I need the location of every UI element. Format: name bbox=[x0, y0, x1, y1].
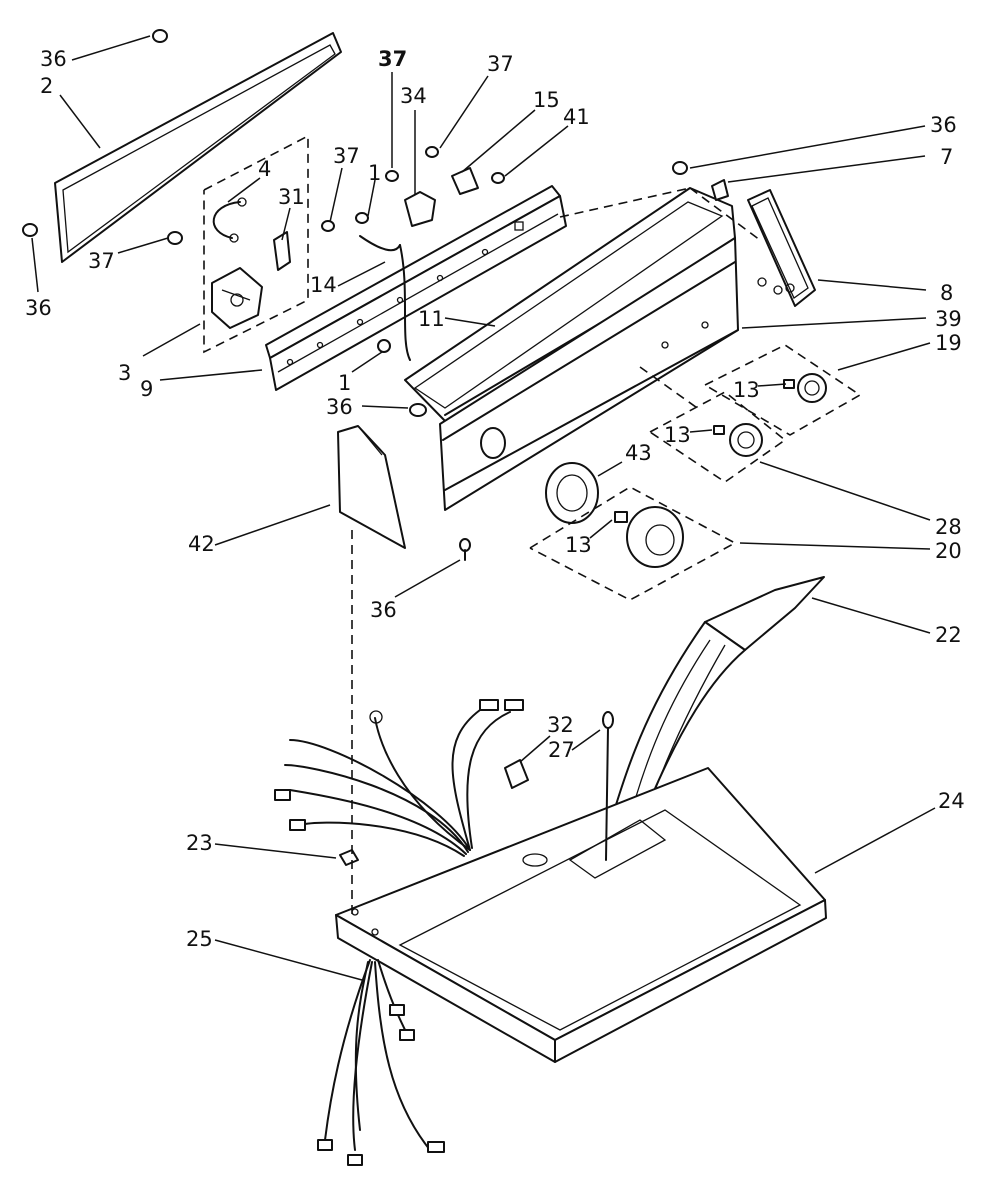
callout-23: 23 bbox=[186, 831, 213, 855]
callout-37d: 37 bbox=[487, 52, 514, 76]
callout-3: 3 bbox=[118, 361, 131, 385]
callout-13b: 13 bbox=[664, 423, 691, 447]
callout-31: 31 bbox=[278, 185, 305, 209]
callout-36c: 36 bbox=[326, 395, 353, 419]
callout-1b: 1 bbox=[338, 371, 351, 395]
callout-4: 4 bbox=[258, 157, 271, 181]
callout-13a: 13 bbox=[733, 378, 760, 402]
callout-14: 14 bbox=[310, 273, 337, 297]
base-top-24 bbox=[335, 767, 827, 1063]
callout-7: 7 bbox=[940, 145, 953, 169]
clip-7 bbox=[711, 179, 729, 201]
callout-34: 34 bbox=[400, 84, 427, 108]
end-cap bbox=[747, 189, 816, 307]
callout-22: 22 bbox=[935, 623, 962, 647]
callout-36d: 36 bbox=[930, 113, 957, 137]
callout-24: 24 bbox=[938, 789, 965, 813]
callout-42: 42 bbox=[188, 532, 215, 556]
callout-19: 19 bbox=[935, 331, 962, 355]
callout-2: 2 bbox=[40, 74, 53, 98]
screw-27 bbox=[602, 711, 614, 861]
knob-assembly-28 bbox=[649, 391, 787, 483]
callout-8: 8 bbox=[940, 281, 953, 305]
callout-25: 25 bbox=[186, 927, 213, 951]
ring-43 bbox=[545, 462, 599, 524]
callout-36b: 36 bbox=[25, 296, 52, 320]
callout-37c: 37 bbox=[378, 47, 407, 71]
callout-43: 43 bbox=[625, 441, 652, 465]
wire-14 bbox=[359, 235, 401, 252]
callout-9: 9 bbox=[140, 377, 153, 401]
callout-37a: 37 bbox=[88, 249, 115, 273]
callout-27: 27 bbox=[548, 738, 575, 762]
callout-11: 11 bbox=[418, 307, 445, 331]
callout-41: 41 bbox=[563, 105, 590, 129]
wire-harness-25 bbox=[317, 959, 445, 1166]
callout-15: 15 bbox=[533, 88, 560, 112]
callout-36a: 36 bbox=[40, 47, 67, 71]
callout-28: 28 bbox=[935, 515, 962, 539]
callout-36e: 36 bbox=[370, 598, 397, 622]
part-15 bbox=[451, 167, 479, 195]
callout-32: 32 bbox=[547, 713, 574, 737]
callout-1a: 1 bbox=[368, 161, 381, 185]
wire-harness-upper bbox=[274, 699, 524, 857]
back-panel bbox=[54, 32, 342, 263]
part-32 bbox=[504, 759, 529, 789]
switch-34 bbox=[404, 191, 436, 227]
callout-13c: 13 bbox=[565, 533, 592, 557]
timer-assembly-box bbox=[203, 134, 309, 354]
callout-37b: 37 bbox=[333, 144, 360, 168]
leader-lines bbox=[31, 35, 936, 981]
callout-20: 20 bbox=[935, 539, 962, 563]
duct-22 bbox=[614, 576, 825, 809]
screw-set bbox=[22, 29, 688, 561]
callout-39: 39 bbox=[935, 307, 962, 331]
control-bracket bbox=[265, 185, 567, 391]
console-panel bbox=[404, 187, 761, 511]
side-end-panel bbox=[337, 425, 406, 549]
clip-23 bbox=[339, 849, 359, 866]
knob-assembly-20 bbox=[529, 486, 737, 601]
callout-labels: 36 2 36 37 4 31 37 1 14 3 9 1 36 37 34 3… bbox=[25, 47, 965, 951]
knob-assembly-19 bbox=[704, 344, 862, 436]
